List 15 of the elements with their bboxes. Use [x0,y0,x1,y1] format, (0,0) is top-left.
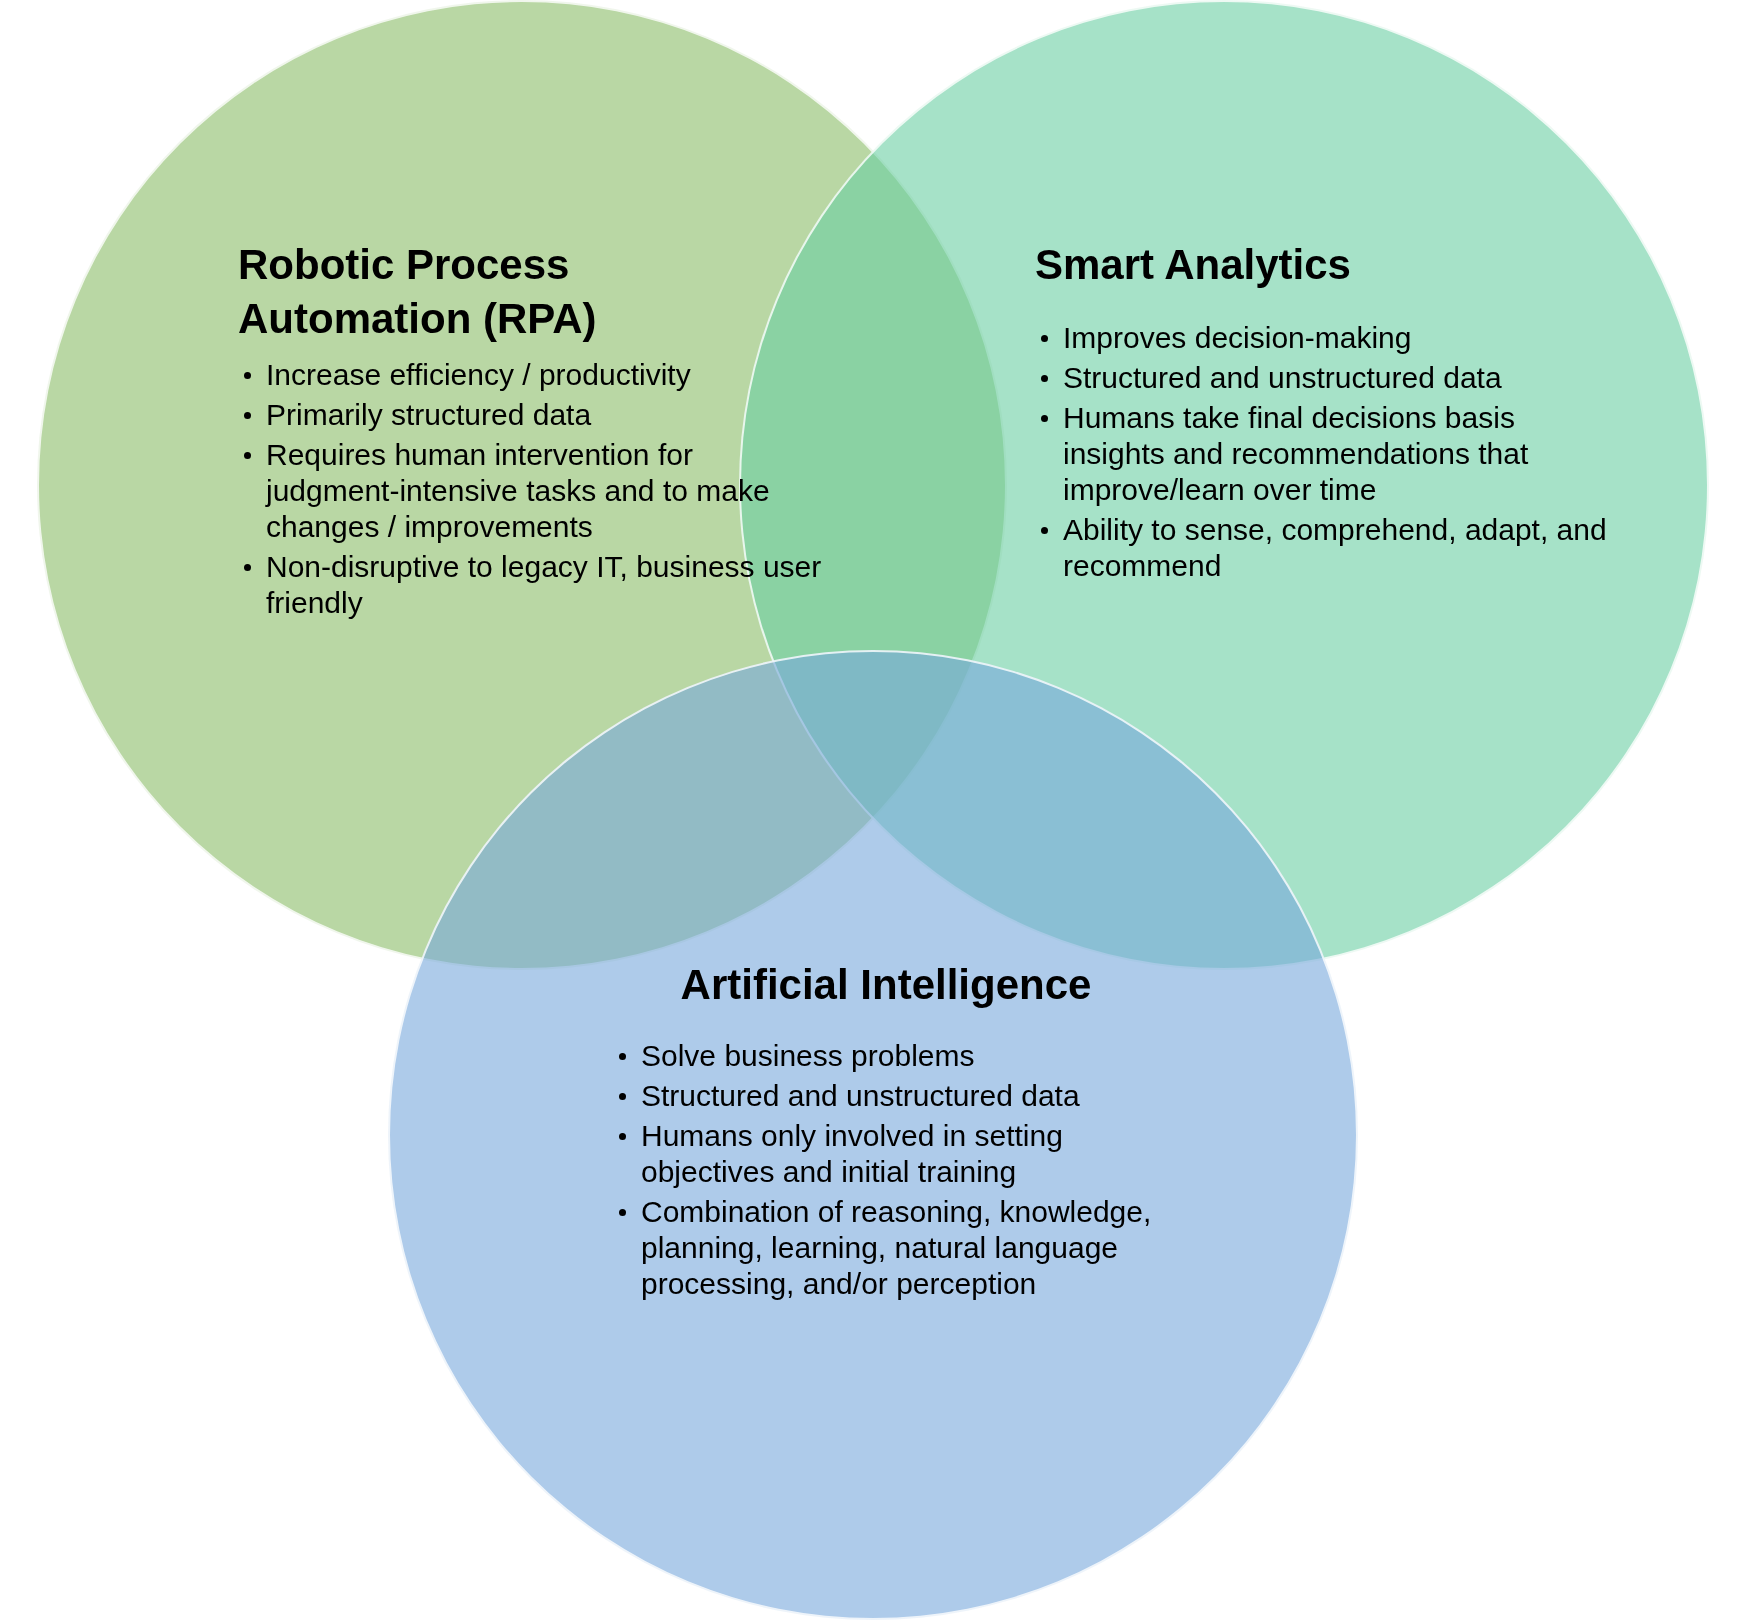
bullet-text: Primarily structured data [266,398,592,431]
bullet-text: Solve business problems [641,1039,975,1072]
circle-heading: Artificial Intelligence [679,960,1093,1010]
bullet-text: Increase efficiency / productivity [266,358,691,391]
bullet-text: Requires human intervention for judgment-intensive tasks and to make changes / improvements [266,438,770,543]
bullet-text: Humans take final decisions basis insights and recommendations that improve/learn over time [1063,401,1529,506]
bullet-text: Non-disruptive to legacy IT, business user friendly [266,550,822,619]
bullet-text: Structured and unstructured data [1063,361,1502,394]
bullet-text: Improves decision-making [1063,321,1412,354]
circle-heading: Smart Analytics [1035,240,1352,290]
bullet-text: Combination of reasoning, knowledge, planning, learning, natural language processing, and/or perception [641,1195,1152,1300]
bullet-text: Humans only involved in setting objectives and initial training [641,1119,1063,1188]
bullet-text: Ability to sense, comprehend, adapt, and recommend [1063,513,1607,582]
bullet-text: Structured and unstructured data [641,1079,1080,1112]
circle-heading: Robotic Process Automation (RPA) [238,240,598,344]
